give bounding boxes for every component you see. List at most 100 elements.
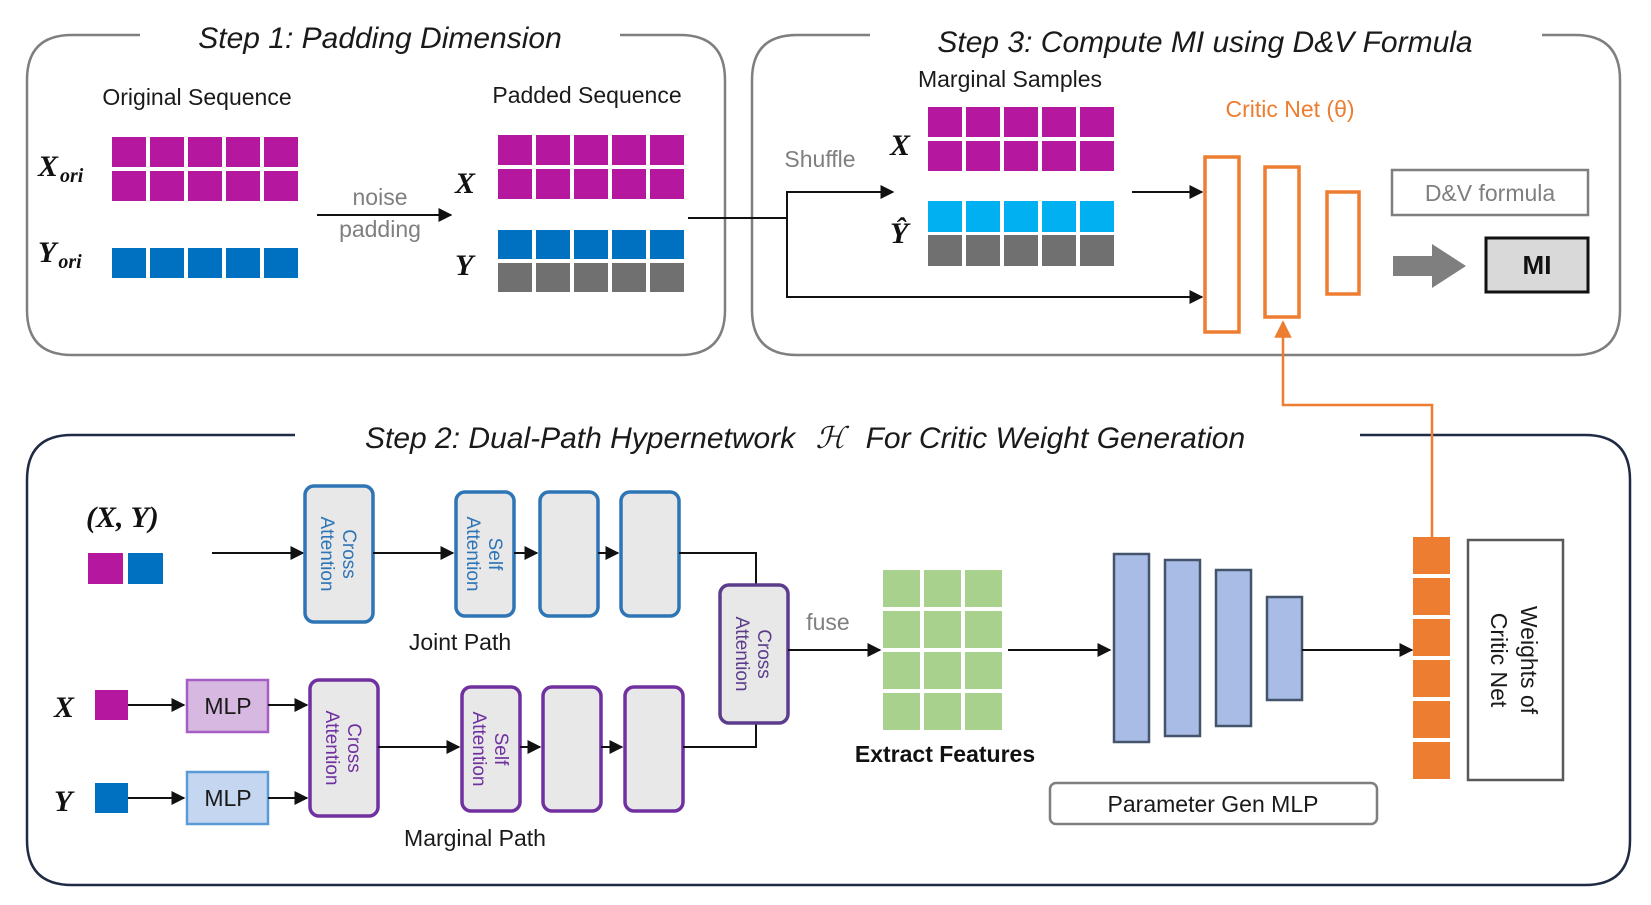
- weights-to-critic-arrow: [1274, 320, 1434, 540]
- x-ori-cell: [112, 137, 146, 167]
- padded-x-cell: [498, 169, 532, 199]
- feature-cell: [965, 693, 1002, 730]
- step3-title: Step 3: Compute MI using D&V Formula: [937, 26, 1472, 59]
- marginal-noise-cells: [928, 235, 1114, 266]
- marginal-y-hat-cell: [966, 201, 1000, 232]
- marginal-x-cell: [1080, 107, 1114, 137]
- x-ori-cell: [150, 137, 184, 167]
- extract-features-label: Extract Features: [855, 741, 1035, 767]
- padded-noise-cell: [536, 263, 570, 292]
- marginal-noise-cell: [1004, 235, 1038, 266]
- step3-panel-frame: [750, 33, 1622, 357]
- padded-y-cell: [574, 230, 608, 259]
- step2-title-main: Step 2: Dual-Path Hypernetwork: [365, 422, 797, 455]
- marginal-noise-cell: [966, 235, 1000, 266]
- x-ori-subscript: ori: [60, 165, 84, 187]
- critic-layer-3: [1325, 190, 1361, 296]
- shuffle-arrow: [688, 185, 895, 219]
- feature-cell: [924, 693, 961, 730]
- param-gen-label: Parameter Gen MLP: [1108, 791, 1319, 817]
- step2-title: Step 2: Dual-Path Hypernetwork ℋ For Cri…: [365, 422, 1245, 455]
- param-gen-layer-4: [1265, 595, 1304, 702]
- param-gen-layer-3: [1214, 568, 1253, 728]
- y-ori-cell: [188, 248, 222, 278]
- padded-x-cell: [536, 169, 570, 199]
- marginal-x-cell: [1042, 141, 1076, 171]
- dv-formula-box: [1390, 168, 1590, 217]
- padded-noise-cell: [574, 263, 608, 292]
- padded-x-cell: [574, 169, 608, 199]
- original-sequence-label: Original Sequence: [102, 84, 291, 110]
- mlp-x-block: [185, 678, 270, 734]
- padded-x-cell: [612, 135, 646, 165]
- marginal-y-hat-label: Ŷ: [890, 217, 911, 250]
- feature-cell: [883, 570, 920, 607]
- mlp-y-label: MLP: [204, 785, 251, 811]
- mi-output-arrow: [1393, 244, 1466, 288]
- joint-self-attention-label: SelfAttention: [462, 517, 505, 592]
- padded-x-cell: [650, 135, 684, 165]
- pair-label: (X, Y): [86, 501, 159, 534]
- mlp-x-label: MLP: [204, 693, 251, 719]
- param-gen-layer-1: [1112, 552, 1151, 744]
- marginal-x-cell: [966, 141, 1000, 171]
- critic-layer-1: [1203, 155, 1241, 334]
- joint-cross-attention-label: CrossAttention: [316, 517, 359, 592]
- padded-x-label: X: [454, 167, 476, 200]
- marginal-to-fuse-line: [683, 723, 757, 748]
- marginal-y-hat-cell: [1004, 201, 1038, 232]
- joint-to-fuse-line: [679, 552, 757, 585]
- marginal-y-hat-cells: [928, 201, 1114, 232]
- padded-y-cells: [498, 230, 684, 259]
- marginal-x-cell: [1004, 107, 1038, 137]
- marginal-self-attention-label: SelfAttention: [468, 712, 511, 787]
- marginal-y-hat-cell: [928, 201, 962, 232]
- marginal-self-attention-block: [460, 685, 522, 813]
- padded-noise-cell: [612, 263, 646, 292]
- marginal-x-cell: [928, 107, 962, 137]
- x-ori-cell: [226, 137, 260, 167]
- marginal-path-label: Marginal Path: [404, 825, 546, 851]
- x-ori-cell: [264, 137, 298, 167]
- y-ori-subscript: ori: [58, 251, 82, 273]
- x-ori-cell: [226, 171, 260, 201]
- marginal-x-cell: [1004, 141, 1038, 171]
- x-ori-cell: [264, 171, 298, 201]
- weight-cell: [1413, 660, 1450, 697]
- step2-panel-frame: [25, 433, 1632, 887]
- pair-x-cell: [88, 553, 123, 584]
- y-ori-cell: [264, 248, 298, 278]
- marginal-block-3: [541, 685, 603, 813]
- padded-noise-cell: [498, 263, 532, 292]
- marginal-y-input-cell: [95, 783, 128, 813]
- joint-block-3: [538, 490, 600, 618]
- weight-cell: [1413, 742, 1450, 779]
- padded-x-cell: [498, 135, 532, 165]
- padded-x-cells: [498, 135, 684, 199]
- feature-cell: [924, 611, 961, 648]
- padded-y-cell: [612, 230, 646, 259]
- marginal-noise-cell: [1080, 235, 1114, 266]
- shuffle-label: Shuffle: [784, 146, 855, 172]
- marginal-x-cell: [966, 107, 1000, 137]
- feature-cell: [965, 652, 1002, 689]
- marginal-x-cells: [928, 107, 1114, 171]
- step2-title-suffix: For Critic Weight Generation: [866, 422, 1246, 455]
- feature-cell: [924, 652, 961, 689]
- weights-column: [1413, 537, 1450, 779]
- padded-sequence-label: Padded Sequence: [492, 82, 681, 108]
- marginal-x-input-label: X: [53, 691, 75, 724]
- x-ori-cell: [112, 171, 146, 201]
- noise-label: noise: [353, 184, 408, 210]
- fuse-cross-attention-label: CrossAttention: [731, 617, 774, 692]
- extract-features-grid: [883, 570, 1002, 730]
- marginal-cross-attention-label: CrossAttention: [321, 711, 364, 786]
- joint-path-label: Joint Path: [409, 629, 511, 655]
- padded-noise-cells: [498, 263, 684, 292]
- marginal-x-label: X: [889, 129, 911, 162]
- padded-y-label: Y: [455, 249, 476, 282]
- marginal-noise-cell: [928, 235, 962, 266]
